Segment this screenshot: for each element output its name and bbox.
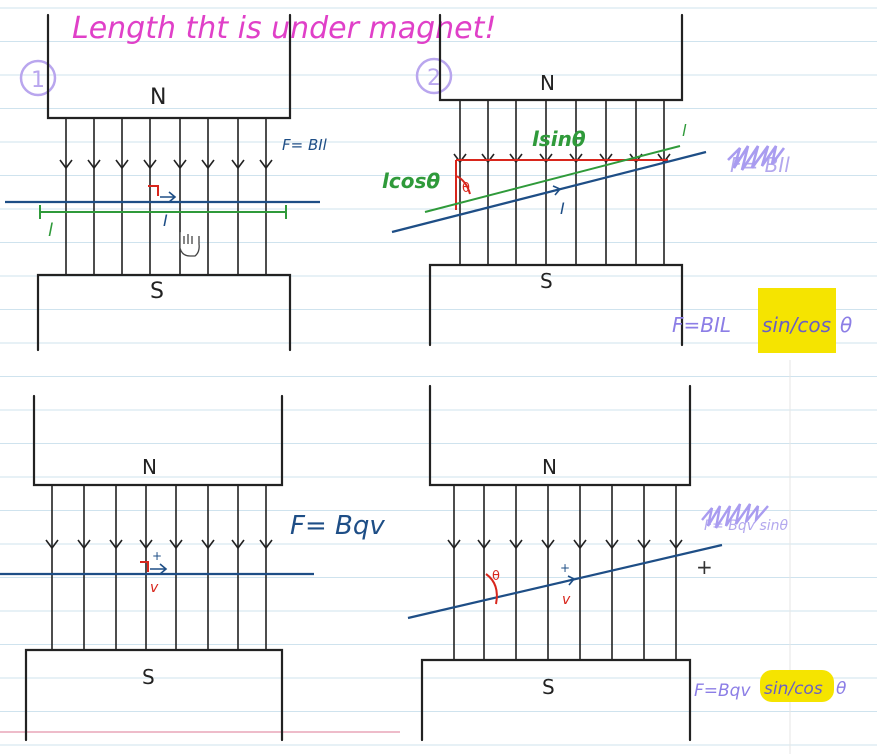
field-arrowhead	[599, 153, 613, 164]
panel-number-circle	[415, 57, 453, 95]
field-arrowhead	[45, 539, 59, 550]
force-formula: F= BIl	[282, 136, 328, 154]
field-arrowhead	[481, 153, 495, 164]
lsin-label: lsinθ	[532, 127, 586, 151]
panel-number-circle	[19, 59, 57, 97]
field-arrowhead	[541, 539, 555, 550]
panel-4-angled-charge: N S + v θ + F= Bqv sinθ F=Bqv sin/cos θ	[407, 384, 847, 742]
field-arrowhead	[115, 159, 129, 170]
field-arrowhead	[509, 153, 523, 164]
angle-arc	[455, 175, 471, 195]
highlight-box	[758, 288, 836, 353]
current-arrow	[160, 191, 177, 203]
south-magnet	[36, 273, 292, 352]
velocity-arrow	[150, 563, 168, 575]
magnetic-field-lines	[453, 100, 671, 265]
field-arrowhead	[539, 153, 553, 164]
south-magnet	[420, 658, 692, 742]
north-magnet	[438, 13, 684, 102]
force-formula-suffix: θ	[836, 679, 847, 699]
field-arrowhead	[259, 159, 273, 170]
field-arrowhead	[453, 153, 467, 164]
velocity-label: v	[562, 592, 571, 608]
angle-label: θ	[492, 569, 500, 584]
velocity-label: v	[150, 580, 159, 596]
panel-1-wire-in-field: 1 N S l I F= BIl	[5, 13, 328, 352]
cursor-mark: +	[696, 555, 713, 579]
hand-cursor-icon	[179, 232, 200, 257]
panel-number: 1	[31, 68, 45, 93]
current-label: I	[560, 199, 565, 218]
field-arrowhead	[477, 539, 491, 550]
field-arrowhead	[605, 539, 619, 550]
highlight-box	[760, 670, 834, 702]
panel-2-angled-wire: 2 N S I l θ lcosθ lsinθ F= BIl F=BIL sin…	[382, 13, 852, 353]
scribble-out	[701, 503, 769, 529]
field-arrowhead	[169, 539, 183, 550]
field-arrowhead	[259, 539, 273, 550]
magnetic-field-lines	[59, 118, 273, 275]
ruled-lines	[0, 7, 877, 746]
north-magnet	[428, 384, 692, 487]
charge-sign: +	[152, 549, 162, 563]
current-arrow	[544, 185, 562, 196]
scratched-formula: F= Bqv sinθ	[704, 518, 789, 534]
south-pole-label: S	[142, 665, 155, 689]
force-formula: F= Bqv	[290, 511, 385, 541]
north-pole-label: N	[142, 455, 157, 479]
north-pole-label: N	[150, 85, 166, 110]
field-arrowhead	[173, 159, 187, 170]
south-pole-label: S	[542, 675, 555, 699]
north-pole-label: N	[540, 71, 555, 95]
force-formula-prefix: F=BIL	[672, 313, 731, 337]
south-magnet	[24, 648, 284, 742]
field-arrowhead	[59, 159, 73, 170]
force-formula-highlight: sin/cos	[764, 679, 823, 699]
length-label: l	[48, 220, 53, 241]
angle-arc	[485, 573, 498, 605]
page-title: Length tht is under magnet!	[72, 11, 496, 46]
field-arrowhead	[509, 539, 523, 550]
magnetic-field-lines	[447, 485, 683, 660]
field-arrowhead	[139, 539, 153, 550]
north-magnet	[32, 394, 284, 487]
field-arrowhead	[573, 539, 587, 550]
force-formula-prefix: F=Bqv	[694, 681, 751, 701]
charge-sign: +	[560, 561, 570, 575]
panel-number: 2	[427, 66, 441, 91]
force-formula-highlight: sin/cos	[762, 313, 831, 337]
scribble-out	[727, 145, 786, 171]
north-magnet	[46, 13, 292, 120]
length-label: l	[682, 121, 687, 140]
lcos-label: lcosθ	[382, 169, 440, 193]
panel-3-charge-in-field: N S + v F= Bqv	[0, 394, 385, 742]
right-angle-marker	[140, 561, 149, 572]
field-arrowhead	[143, 159, 157, 170]
field-arrowhead	[669, 539, 683, 550]
length-bracket	[424, 145, 681, 213]
field-arrowhead	[77, 539, 91, 550]
field-arrowhead	[231, 539, 245, 550]
angle-label: θ	[462, 181, 470, 196]
field-arrowhead	[447, 539, 461, 550]
north-pole-label: N	[542, 455, 557, 479]
current-label: I	[163, 211, 168, 230]
right-angle-marker	[148, 185, 159, 196]
field-arrowhead	[201, 539, 215, 550]
velocity-arrow	[559, 575, 576, 586]
field-arrowhead	[569, 153, 583, 164]
field-arrowhead	[231, 159, 245, 170]
magnetic-field-lines	[45, 485, 273, 650]
field-arrowhead	[109, 539, 123, 550]
south-pole-label: S	[150, 279, 164, 304]
field-arrowhead	[637, 539, 651, 550]
force-formula-suffix: θ	[840, 313, 852, 337]
field-arrowhead	[87, 159, 101, 170]
field-arrowhead	[201, 159, 215, 170]
south-magnet	[428, 263, 684, 347]
south-pole-label: S	[540, 269, 553, 293]
